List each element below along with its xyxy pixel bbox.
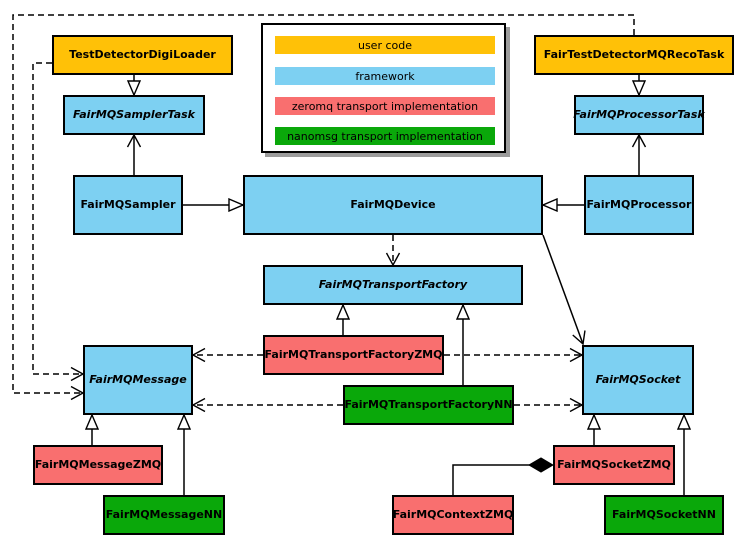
legend-item-nanomsg: nanomsg transport implementation [275, 127, 495, 145]
edge-digiloader-depends-message [32, 62, 85, 382]
class-box-fairmqprocessortask: FairMQProcessorTask [573, 95, 705, 135]
class-box-fairmqmessage: FairMQMessage [83, 345, 193, 415]
class-box-fairmqtransportfactory: FairMQTransportFactory [263, 265, 523, 305]
legend-item-zeromq: zeromq transport implementation [275, 97, 495, 115]
class-box-fairtestdetectormqrecotask: FairTestDetectorMQRecoTask [534, 35, 734, 75]
class-box-fairmqmessagenn: FairMQMessageNN [103, 495, 225, 535]
edge-recotask-depends-message [12, 14, 635, 401]
class-box-fairmqsocketzmq: FairMQSocketZMQ [553, 445, 675, 485]
composition-diamond [528, 457, 554, 473]
class-box-fairmqmessagezmq: FairMQMessageZMQ [33, 445, 163, 485]
edge-contextzmq-composed-socketzmq [452, 464, 530, 495]
class-box-fairmqdevice: FairMQDevice [243, 175, 543, 235]
legend: user code framework zeromq transport imp… [261, 23, 506, 153]
class-box-fairmqsamplertask: FairMQSamplerTask [63, 95, 205, 135]
class-box-fairmqcontextzmq: FairMQContextZMQ [392, 495, 514, 535]
class-box-fairmqtransportfactoryzmq: FairMQTransportFactoryZMQ [263, 335, 444, 375]
edge-device-uses-socket [542, 234, 586, 346]
legend-item-framework: framework [275, 67, 495, 85]
class-box-fairmqsocket: FairMQSocket [582, 345, 694, 415]
class-box-fairmqprocessor: FairMQProcessor [584, 175, 694, 235]
class-box-testdetectordigiloader: TestDetectorDigiLoader [52, 35, 233, 75]
class-box-fairmqtransportfactorynn: FairMQTransportFactoryNN [343, 385, 514, 425]
class-box-fairmqsampler: FairMQSampler [73, 175, 183, 235]
legend-item-user-code: user code [275, 36, 495, 54]
class-box-fairmqsocketnn: FairMQSocketNN [604, 495, 724, 535]
